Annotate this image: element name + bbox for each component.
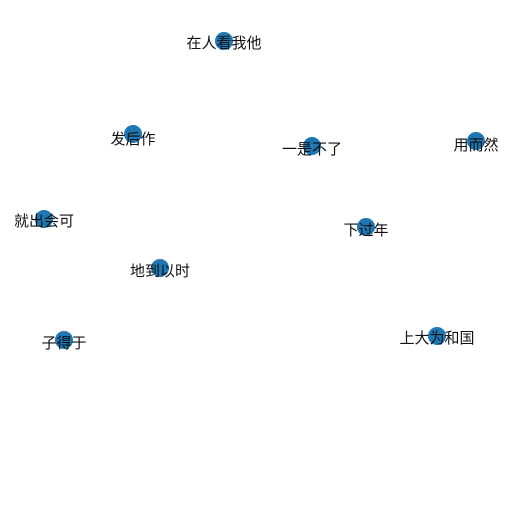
graph-node[interactable]: 子得于	[41, 331, 87, 352]
node-label: 发后作	[110, 130, 155, 148]
node-label: 上大为和国	[399, 329, 474, 347]
node-dot[interactable]	[151, 259, 169, 277]
graph-node[interactable]: 发后作	[110, 125, 156, 148]
node-dot[interactable]	[35, 210, 53, 228]
node-label: 就出会可	[14, 212, 74, 230]
graph-node[interactable]: 就出会可	[14, 210, 74, 230]
node-label: 下过年	[343, 221, 388, 239]
node-dot[interactable]	[215, 32, 233, 50]
graph-node[interactable]: 地到以时	[130, 259, 190, 280]
node-dot[interactable]	[55, 331, 73, 349]
graph-node[interactable]: 用而然	[453, 132, 499, 154]
node-label: 子得于	[41, 334, 86, 352]
graph-node[interactable]: 在人看我他	[186, 32, 262, 52]
node-dot[interactable]	[357, 218, 375, 236]
node-dot[interactable]	[124, 125, 142, 143]
node-label: 地到以时	[130, 262, 190, 280]
node-label: 一是不了	[282, 140, 342, 158]
node-dot[interactable]	[303, 137, 321, 155]
node-label: 在人看我他	[186, 34, 261, 52]
node-dot[interactable]	[467, 132, 485, 150]
node-dot[interactable]	[428, 327, 446, 345]
graph-node[interactable]: 上大为和国	[399, 327, 475, 347]
graph-node[interactable]: 一是不了	[282, 137, 342, 158]
graph-node[interactable]: 下过年	[343, 218, 389, 239]
node-label: 用而然	[453, 136, 498, 154]
